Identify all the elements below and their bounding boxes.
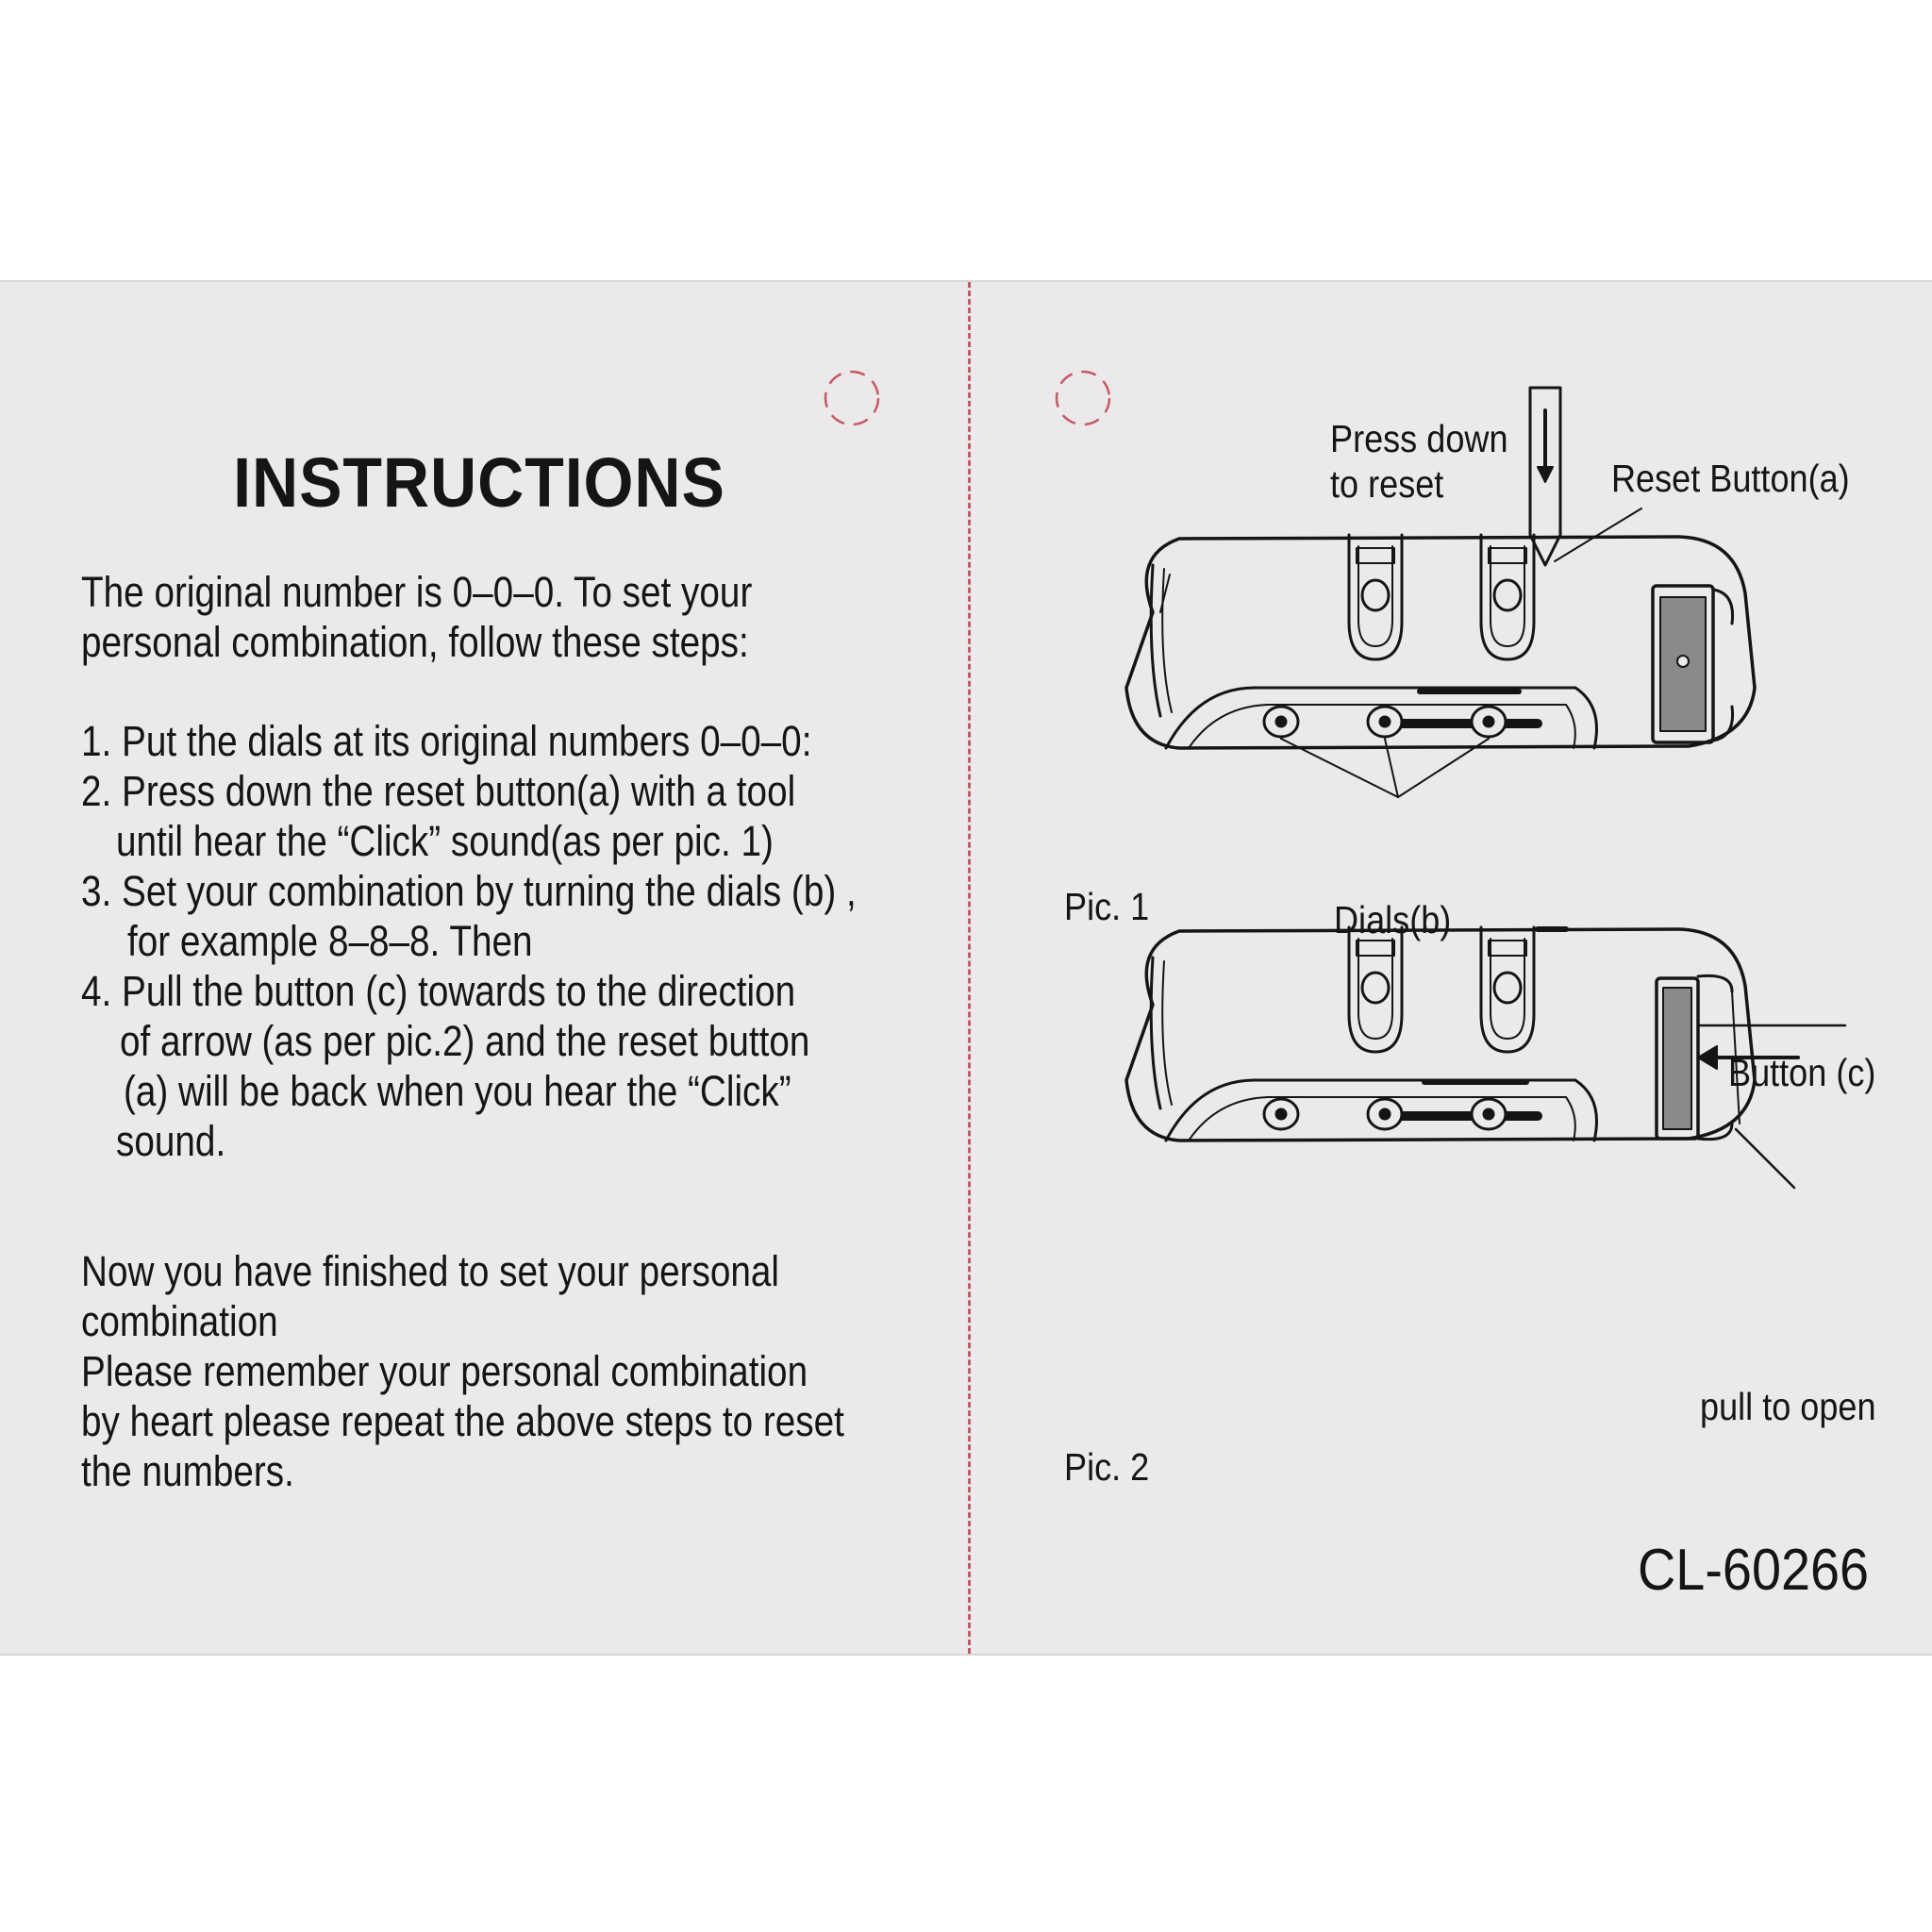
outro-line-1: Now you have finished to set your person… bbox=[81, 1247, 780, 1295]
intro-line-2: personal combination, follow these steps… bbox=[81, 618, 749, 666]
pull-to-open-label: pull to open bbox=[1700, 1385, 1876, 1428]
step-3-continued: for example 8–8–8. Then bbox=[127, 917, 533, 965]
step-3: 3. Set your combination by turning the d… bbox=[81, 867, 857, 915]
step-4-continued-3: sound. bbox=[116, 1117, 226, 1165]
reset-button-label: Reset Button(a) bbox=[1611, 457, 1850, 500]
step-1: 1. Put the dials at its original numbers… bbox=[81, 717, 812, 765]
model-number: CL-60266 bbox=[1638, 1538, 1870, 1603]
step-2: 2. Press down the reset button(a) with a… bbox=[81, 767, 796, 815]
outro-line-4: by heart please repeat the above steps t… bbox=[81, 1397, 844, 1445]
instruction-card: INSTRUCTIONS The original number is 0–0–… bbox=[0, 280, 1932, 1656]
step-4: 4. Pull the button (c) towards to the di… bbox=[81, 967, 796, 1015]
fold-line bbox=[968, 282, 971, 1654]
press-down-label: Press down bbox=[1330, 417, 1508, 460]
button-c-label: Button (c) bbox=[1728, 1051, 1876, 1094]
step-2-continued: until hear the “Click” sound(as per pic.… bbox=[116, 817, 774, 865]
outro-line-5: the numbers. bbox=[81, 1447, 294, 1495]
pic1-caption: Pic. 1 bbox=[1064, 885, 1150, 928]
step-4-continued-2: (a) will be back when you hear the “Clic… bbox=[124, 1067, 791, 1115]
instructions-title: INSTRUCTIONS bbox=[233, 443, 725, 522]
punch-hole-mark-right bbox=[1055, 370, 1111, 426]
pic2-lock-illustration bbox=[1124, 925, 1847, 1190]
outro-line-3: Please remember your personal combinatio… bbox=[81, 1347, 808, 1395]
dials-label: Dials(b) bbox=[1334, 898, 1452, 941]
intro-line-1: The original number is 0–0–0. To set you… bbox=[81, 568, 753, 616]
outro-line-2: combination bbox=[81, 1297, 278, 1345]
punch-hole-mark-left bbox=[824, 370, 880, 426]
to-reset-label: to reset bbox=[1330, 462, 1444, 506]
pic1-lock-illustration bbox=[1124, 386, 1757, 798]
pic2-caption: Pic. 2 bbox=[1064, 1445, 1150, 1489]
step-4-continued-1: of arrow (as per pic.2) and the reset bu… bbox=[120, 1017, 810, 1065]
